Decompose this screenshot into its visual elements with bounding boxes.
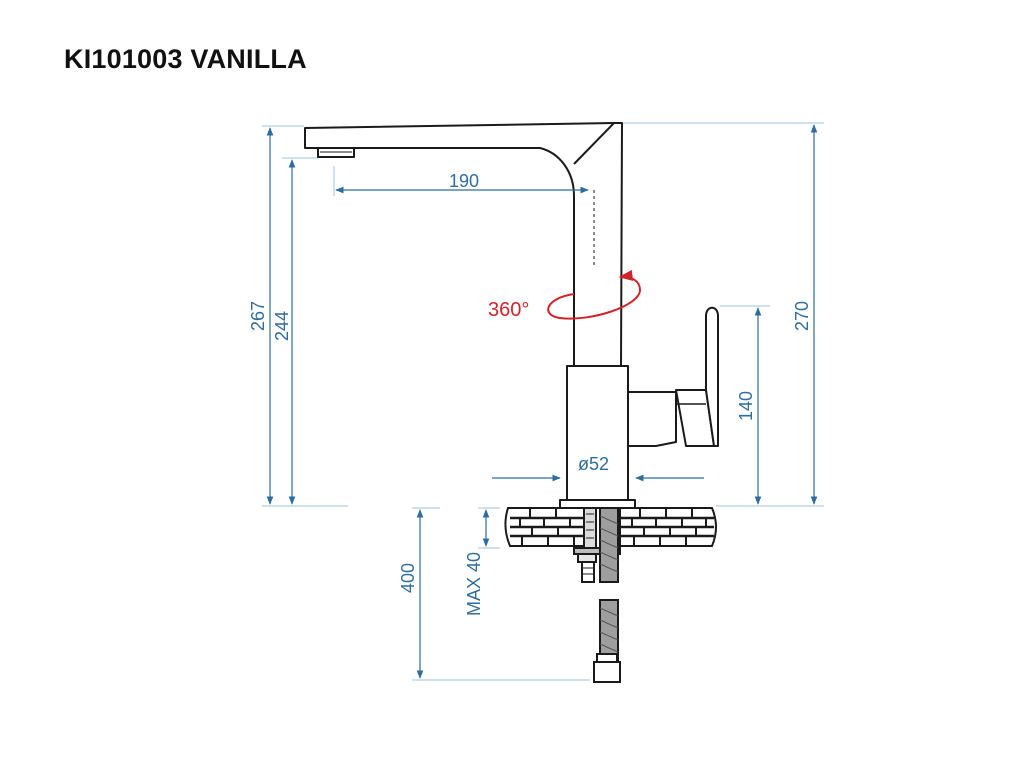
spout [304, 122, 623, 367]
lever-height-label: 140 [736, 391, 756, 421]
dimension-lines [266, 124, 818, 679]
countertop [504, 507, 717, 547]
rotation-label: 360° [488, 299, 529, 321]
base-flange [559, 499, 636, 509]
supply-hose-upper [599, 507, 619, 583]
rotation-indicator [547, 269, 642, 320]
aerator-height-label: 244 [272, 311, 292, 341]
total-height-label: 270 [792, 301, 812, 331]
hose-fitting [593, 661, 621, 683]
hose-braid [599, 515, 619, 653]
lever-handle [627, 391, 677, 447]
faucet-body [566, 365, 629, 501]
max-counter-thickness-label: MAX 40 [464, 552, 484, 616]
base-diameter-label: ø52 [578, 454, 609, 474]
faucet-outline [304, 122, 719, 509]
hose-length-label: 400 [398, 563, 418, 593]
mounting-nut [577, 553, 597, 563]
spout-reach-label: 190 [449, 171, 479, 191]
extension-lines [262, 122, 824, 681]
page-title: KI101003 VANILLA [64, 44, 307, 74]
spout-height-label: 267 [248, 301, 268, 331]
